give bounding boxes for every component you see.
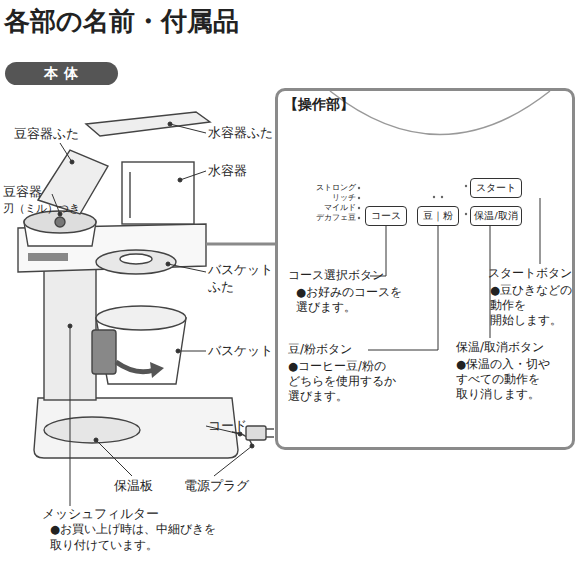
part-label: ●お買い上げ時は、中細びきを 取り付けています。: [50, 522, 225, 553]
leader-lines-part: [94, 438, 98, 442]
leader-lines-part: [180, 171, 206, 180]
swing-arrow: [116, 362, 164, 378]
part-label: ●豆ひきなどの 動作を 開始します。: [490, 283, 574, 328]
coffee-maker-part: [122, 162, 194, 224]
coffee-maker-part: [246, 426, 266, 440]
coffee-maker-part: [266, 436, 274, 437]
panel-button: 保温/取消: [470, 206, 522, 226]
panel-heading: 【操作部】: [284, 96, 354, 114]
leader-lines-part: [70, 326, 71, 506]
coffee-maker-part: [266, 428, 274, 429]
leader-lines-part: [168, 122, 172, 126]
part-label: 水容器ふた: [208, 125, 273, 142]
coffee-maker-part: [96, 306, 186, 330]
part-label: コース選択ボタン: [288, 268, 384, 284]
leader-lines-part: [178, 351, 206, 352]
panel-leader-lines-part: [540, 198, 541, 264]
coffee-maker-part: [28, 253, 68, 261]
part-label: マイルド: [300, 203, 356, 213]
coffee-maker-part: [96, 250, 176, 274]
leader-lines-part: [250, 444, 254, 448]
leader-lines-part: [166, 262, 170, 266]
panel-link-line: [206, 244, 276, 245]
coffee-maker-part: [86, 112, 210, 136]
panel-details-part: [465, 185, 467, 187]
coffee-maker-part: [34, 398, 238, 458]
section-band: 本 体: [5, 62, 118, 85]
panel-button: コース: [365, 206, 407, 226]
panel-details-part: [358, 217, 360, 219]
part-label: スタートボタン: [488, 266, 572, 282]
swing-arrow-part: [150, 362, 164, 378]
part-label: バスケット ふた: [208, 262, 288, 296]
leader-lines-part: [176, 349, 180, 353]
page-title: 各部の名前・付属品: [4, 4, 239, 39]
part-label: デカフェ豆: [300, 213, 356, 223]
part-label: メッシュフィルター: [42, 506, 159, 523]
node-text: コース: [371, 210, 401, 223]
coffee-maker-part: [129, 172, 130, 218]
swing-arrow-part: [116, 362, 154, 372]
panel-link-line-part: [206, 243, 276, 246]
part-label: ●保温の入・切や すべての動作を 取り消します。: [456, 357, 568, 402]
leader-lines-part: [170, 124, 206, 133]
leader-lines-part: [70, 160, 74, 164]
leader-lines: [52, 122, 254, 506]
leader-lines-part: [96, 440, 132, 476]
leader-lines-part: [178, 178, 182, 182]
part-label: 豆容器ふた: [14, 126, 79, 143]
node-text: 本 体: [44, 65, 80, 83]
panel-details-part: [358, 207, 360, 209]
leader-lines-part: [168, 264, 206, 272]
part-label: 水容器: [208, 163, 247, 180]
panel-details-part: [358, 197, 360, 199]
part-label: 刃（ミル）つき: [3, 202, 80, 216]
part-label: 豆/粉ボタン: [288, 342, 352, 358]
leader-lines-part: [60, 143, 72, 162]
part-label: ストロング: [300, 183, 356, 193]
leader-lines-part: [68, 324, 72, 328]
coffee-maker-part: [44, 417, 140, 443]
node-text: スタート: [476, 182, 516, 195]
part-label: 保温/取消ボタン: [456, 340, 544, 356]
panel-details-part: [433, 196, 435, 198]
part-label: ●お好みのコースを 選びます。: [296, 285, 418, 315]
panel-details-part: [330, 91, 550, 135]
part-label: 電源プラグ: [184, 478, 249, 495]
part-label: コード: [208, 418, 247, 435]
leader-lines-part: [214, 446, 252, 476]
node-text: 保温/取消: [474, 210, 517, 223]
panel-button: 豆｜粉: [417, 206, 459, 226]
part-label: ●コーヒー豆/粉の どちらを使用するか 選びます。: [288, 359, 410, 404]
part-label: リッチ: [300, 193, 356, 203]
node-text: 豆｜粉: [423, 210, 453, 223]
part-label: 保温板: [114, 478, 153, 495]
part-label: バスケット: [208, 343, 273, 360]
part-label: 豆容器: [3, 184, 42, 201]
coffee-maker-part: [55, 217, 65, 227]
panel-button: スタート: [470, 178, 522, 198]
coffee-maker-part: [120, 254, 152, 264]
coffee-maker: [18, 112, 274, 458]
panel-details-part: [358, 187, 360, 189]
coffee-maker-part: [92, 330, 116, 374]
panel-details-part: [441, 196, 443, 198]
panel-details-part: [465, 213, 467, 215]
panel-details: [330, 91, 550, 219]
